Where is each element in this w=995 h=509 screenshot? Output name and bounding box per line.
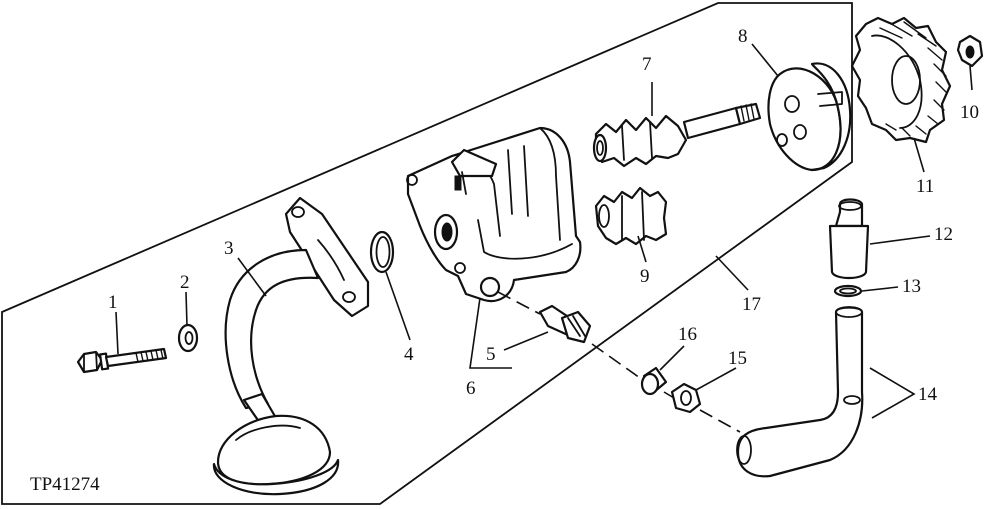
oil-pickup-tube-part: [212, 196, 370, 496]
oil-line-part: [736, 306, 864, 478]
callout-11: 11: [916, 176, 934, 197]
cap-screw-part: [76, 347, 168, 374]
fitting-nut-part: [670, 382, 702, 414]
callout-9: 9: [640, 266, 650, 287]
callout-1: 1: [108, 292, 118, 313]
callout-3: 3: [224, 238, 234, 259]
pump-fitting-part: [538, 304, 592, 344]
gear-nut-part: [956, 34, 984, 68]
callout-7: 7: [642, 54, 652, 75]
helical-gear-part: [850, 16, 952, 144]
callout-5: 5: [486, 344, 496, 365]
callout-16: 16: [678, 324, 697, 345]
callout-4: 4: [404, 344, 414, 365]
callout-12: 12: [934, 224, 953, 245]
callout-8: 8: [738, 26, 748, 47]
assembly-path-fitting: [497, 291, 541, 315]
callout-13: 13: [902, 276, 921, 297]
figure-reference-id: TP41274: [30, 474, 100, 495]
sleeve-part: [640, 366, 668, 396]
leader-lines: [115, 43, 973, 419]
line-connector-part: [828, 198, 870, 280]
callout-17: 17: [742, 294, 761, 315]
callout-14: 14: [918, 384, 938, 405]
drive-gear-shaft-part: [592, 102, 762, 168]
callout-6: 6: [466, 378, 476, 399]
line-o-ring-part: [833, 284, 863, 298]
o-ring-part: [369, 230, 395, 274]
callout-15: 15: [728, 348, 747, 369]
assembly-path-line: [591, 343, 741, 433]
pump-body-part: [406, 126, 582, 303]
idler-gear-part: [594, 186, 668, 246]
pump-cover-part: [767, 62, 852, 172]
assembly-boundary: [1, 2, 853, 505]
callout-10: 10: [960, 102, 979, 123]
washer-part: [177, 323, 199, 353]
callout-2: 2: [180, 272, 190, 293]
